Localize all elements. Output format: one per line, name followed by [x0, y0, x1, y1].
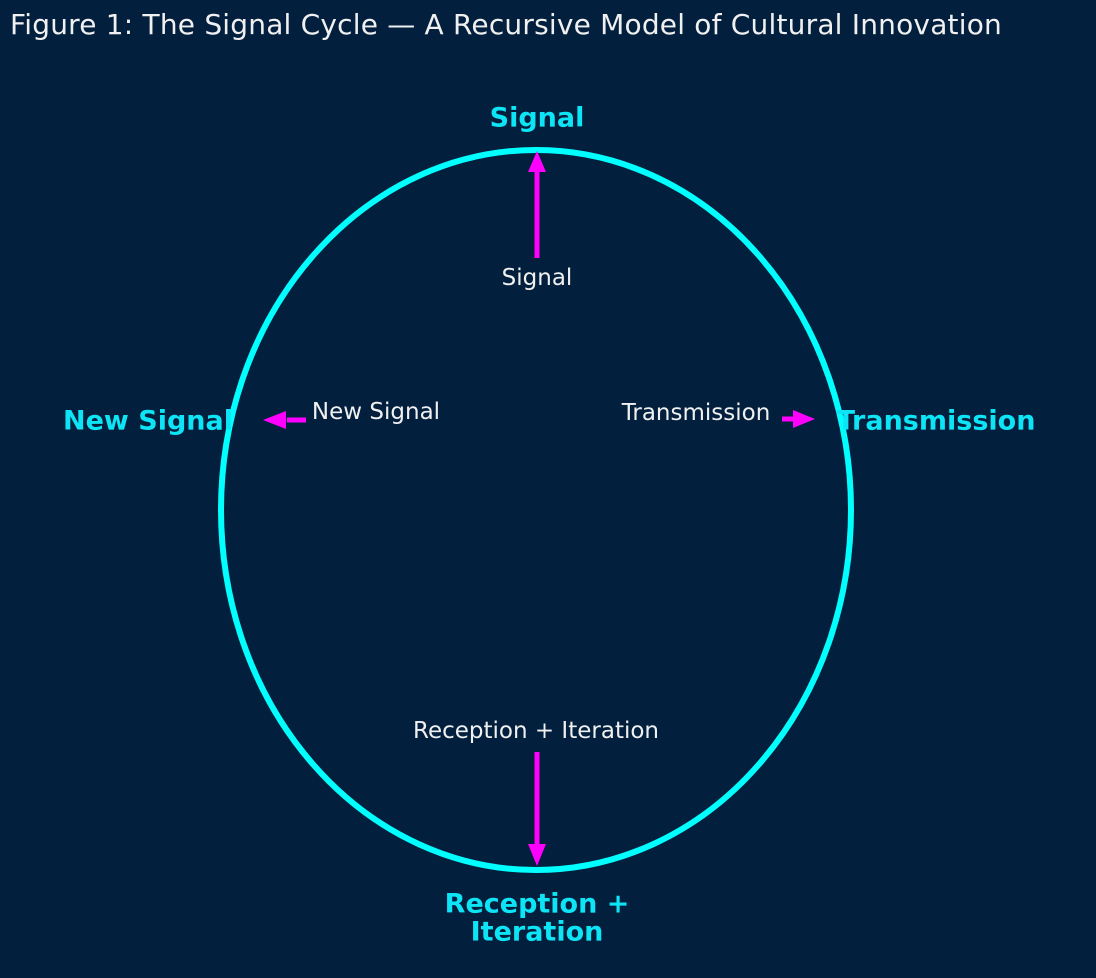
arrow-transmission-right [782, 410, 815, 428]
node-label-new-signal: New Signal [63, 405, 233, 437]
arrow-reception-down [528, 752, 546, 866]
arrow-signal-up [528, 151, 546, 258]
arrow-signal-head-icon [528, 151, 546, 172]
figure-title: Figure 1: The Signal Cycle — A Recursive… [10, 8, 1002, 41]
inner-label-signal: Signal [501, 265, 573, 291]
inner-label-transmission: Transmission [621, 400, 771, 426]
arrow-reception-head-icon [528, 844, 546, 866]
arrow-new-signal-head-icon [263, 411, 286, 429]
inner-label-reception-iteration: Reception + Iteration [412, 718, 660, 744]
arrow-transmission-head-icon [793, 410, 815, 428]
node-label-signal: Signal [489, 102, 585, 134]
inner-label-new-signal: New Signal [311, 399, 441, 425]
arrow-new-signal-left [263, 411, 306, 429]
cycle-circle [218, 147, 854, 873]
node-label-reception-iteration: Reception + Iteration [444, 888, 630, 948]
node-label-transmission: Transmission [836, 405, 1036, 437]
